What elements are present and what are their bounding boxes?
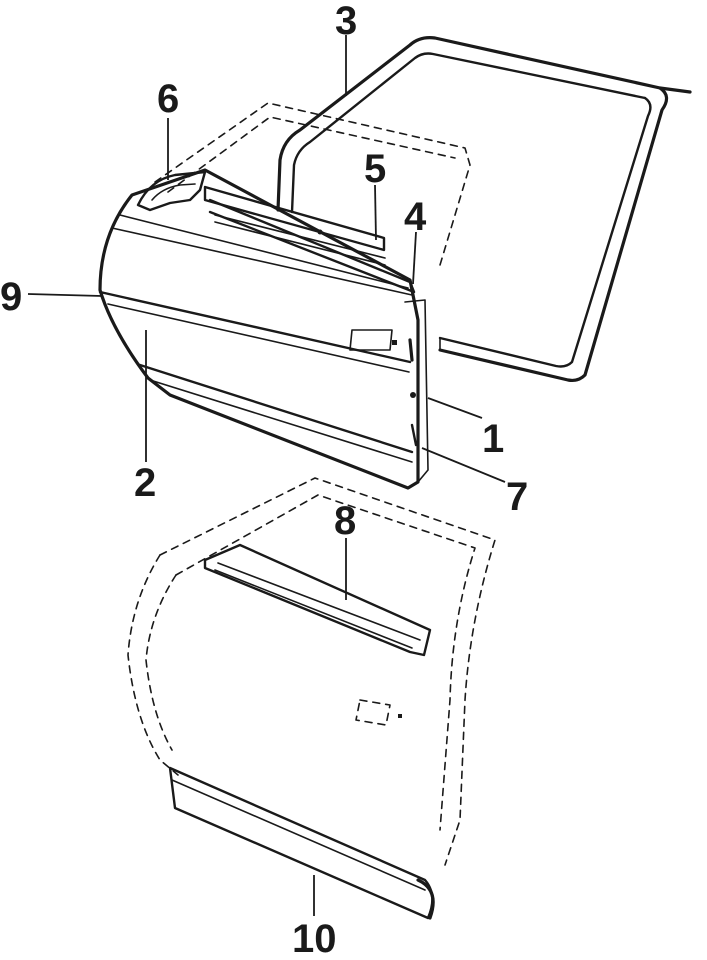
callout-7: 7 <box>506 475 528 519</box>
part-6-mirror-trim <box>136 170 207 212</box>
part-2-front-door-outer-panel <box>98 168 429 490</box>
callout-2: 2 <box>134 461 156 505</box>
leader-5 <box>374 184 377 241</box>
callout-4: 4 <box>404 195 427 239</box>
part-8-rear-belt-weatherstrip <box>203 543 432 657</box>
leader-lines <box>27 35 506 916</box>
leader-9 <box>27 293 103 297</box>
part-7-check-link <box>410 423 418 447</box>
rear-door-shell-outline <box>127 477 496 866</box>
leader-4 <box>412 231 417 285</box>
callout-9: 9 <box>0 275 22 319</box>
callout-1: 1 <box>482 417 504 461</box>
leader-7 <box>421 447 506 483</box>
callout-3: 3 <box>335 0 357 43</box>
front-door-shell-outline <box>154 102 471 266</box>
part-3-glass-run-channel <box>276 36 692 383</box>
callout-5: 5 <box>364 147 386 191</box>
callout-8: 8 <box>334 499 356 543</box>
callout-10: 10 <box>292 917 337 960</box>
callout-labels: 3 6 5 4 9 1 2 7 8 10 <box>0 0 528 960</box>
part-4-outer-belt-molding <box>208 198 416 294</box>
part-1-hinge <box>408 338 416 398</box>
leader-1 <box>427 397 483 419</box>
callout-6: 6 <box>157 77 179 121</box>
part-10-body-side-molding <box>168 766 435 920</box>
